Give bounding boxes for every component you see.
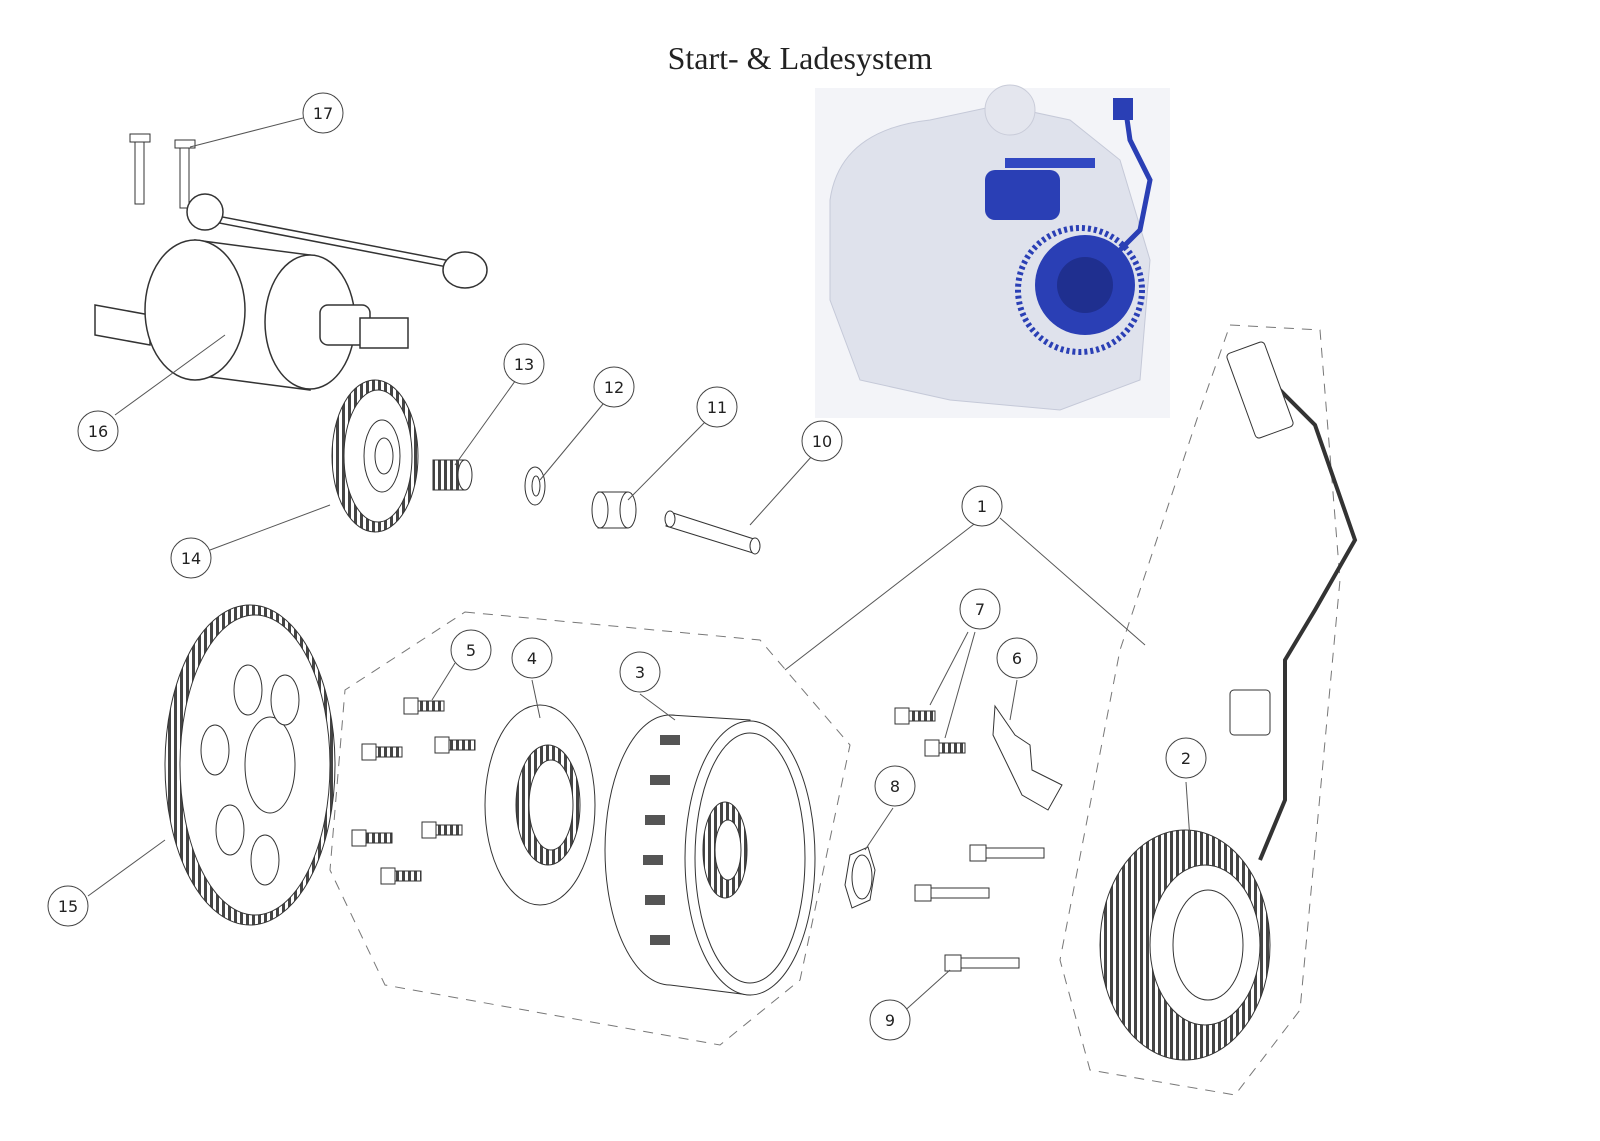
callout-12: 12 [593,366,635,408]
callout-13: 13 [503,343,545,385]
callout-16: 16 [77,410,119,452]
bolts-7 [894,707,966,757]
gear-14 [331,379,419,533]
svg-text:14: 14 [181,549,201,568]
callout-10: 10 [801,420,843,462]
highlighted-starter-icon [985,158,1095,220]
svg-text:8: 8 [890,777,900,796]
svg-text:11: 11 [707,398,727,417]
svg-text:5: 5 [466,641,476,660]
callout-1: 1 [961,485,1003,527]
svg-text:6: 6 [1012,649,1022,668]
page-title: Start- & Ladesystem [667,40,933,76]
shaft-10 [664,510,761,555]
highlighted-flywheel-icon [1015,225,1145,355]
callout-5: 5 [450,629,492,671]
bracket-6 [992,704,1063,811]
svg-text:4: 4 [527,649,537,668]
svg-text:15: 15 [58,897,78,916]
svg-text:13: 13 [514,355,534,374]
callout-9: 9 [869,999,911,1041]
svg-text:7: 7 [975,600,985,619]
starter-motor-16 [94,193,488,391]
callout-4: 4 [511,637,553,679]
leader-lines [87,117,1191,1016]
callout-11: 11 [696,386,738,428]
callout-3: 3 [619,651,661,693]
callout-6: 6 [996,637,1038,679]
large-gear-15 [164,604,336,926]
bolts-9 [914,844,1045,972]
callout-14: 14 [170,537,212,579]
bushing-11 [591,491,637,529]
needle-bearing-13 [432,459,473,491]
flywheel-rotor-3 [604,714,816,996]
rotor-group-outline [329,611,851,1046]
callout-17: 17 [302,92,344,134]
callout-15: 15 [47,885,89,927]
svg-text:3: 3 [635,663,645,682]
svg-text:12: 12 [604,378,624,397]
washer-12 [524,466,546,506]
nut-8 [844,846,876,909]
svg-text:17: 17 [313,104,333,123]
svg-text:1: 1 [977,497,987,516]
callout-2: 2 [1165,737,1207,779]
one-way-clutch-4 [484,704,596,906]
engine-overview-inset [815,84,1170,418]
svg-text:9: 9 [885,1011,895,1030]
callout-8: 8 [874,765,916,807]
bolts-17 [129,133,196,209]
svg-text:10: 10 [812,432,832,451]
svg-text:2: 2 [1181,749,1191,768]
svg-text:16: 16 [88,422,108,441]
screws-5 [351,697,476,885]
stator-2 [1099,341,1358,1061]
callout-7: 7 [959,588,1001,630]
